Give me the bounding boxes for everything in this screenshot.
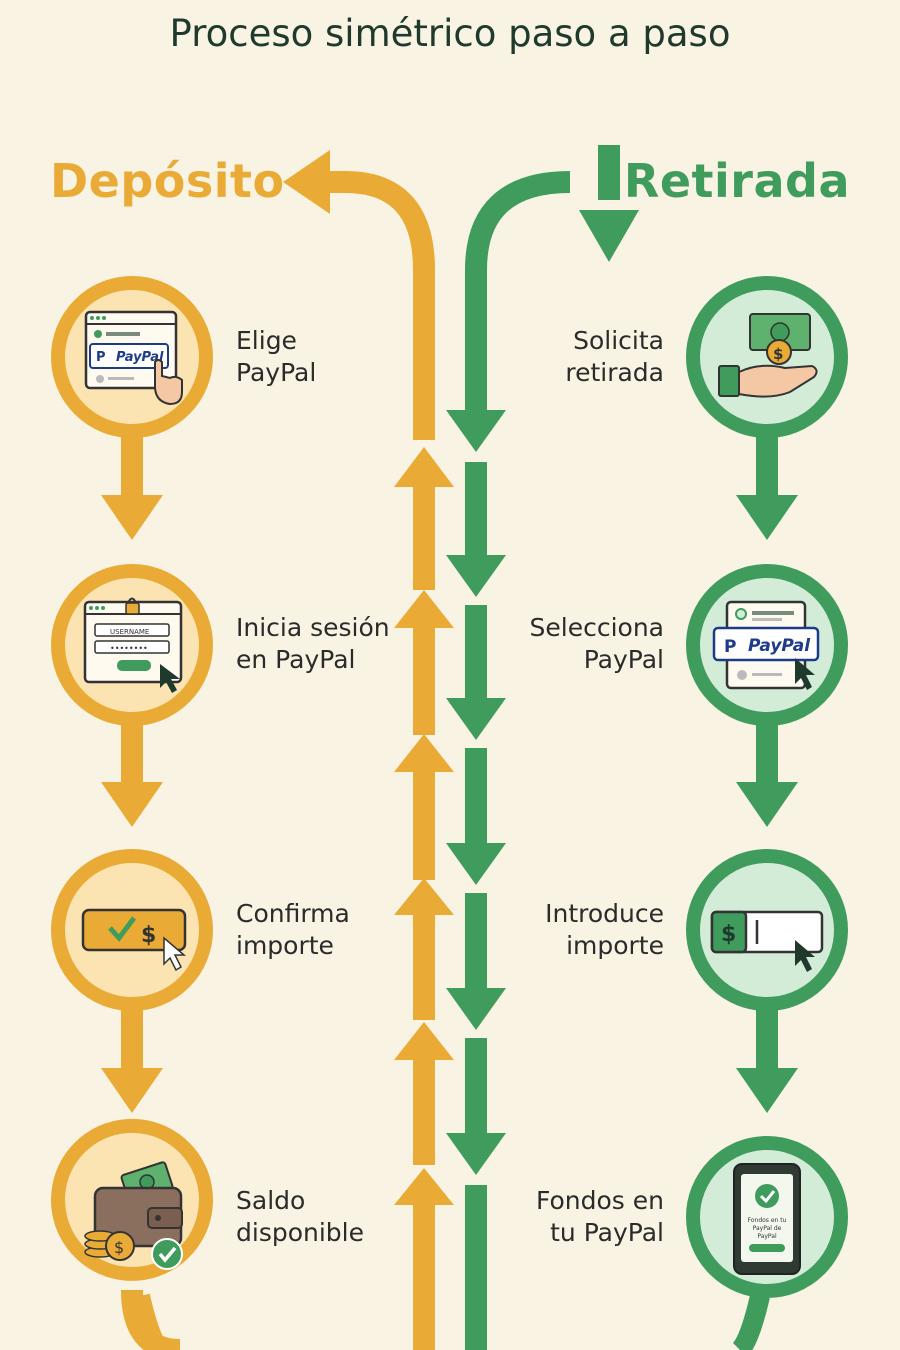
deposit-step-connectors (101, 435, 163, 1113)
svg-text:$: $ (114, 1238, 124, 1257)
svg-text:Fondos en tu: Fondos en tu (748, 1217, 787, 1224)
svg-text:USERNAME: USERNAME (110, 628, 149, 636)
deposit-up-arrows (283, 150, 454, 1205)
enter-amount-icon: $ (710, 910, 824, 972)
svg-text:P: P (96, 350, 106, 365)
svg-text:PayPal: PayPal (757, 1233, 777, 1240)
wallet-coins-icon: $ (84, 1161, 183, 1270)
deposit-path (121, 171, 435, 1350)
page-title: Proceso simétrico paso a paso (169, 12, 731, 55)
withdraw-down-arrows (446, 210, 639, 1175)
svg-text:$: $ (773, 345, 783, 363)
bottom-tails (130, 1293, 770, 1350)
paypal-wordmark: PayPal (116, 350, 164, 365)
withdraw-heading: Retirada (623, 154, 850, 208)
svg-text:P: P (724, 637, 736, 657)
svg-text:$: $ (721, 922, 736, 947)
paypal-select-icon: PayPal P (84, 310, 183, 406)
withdraw-path (465, 145, 620, 1350)
hand-money-icon: $ (718, 313, 818, 398)
login-form-icon: USERNAME •••••••• (83, 597, 183, 693)
deposit-heading: Depósito (50, 154, 285, 208)
phone-check-icon: Fondos en tu PayPal de PayPal (733, 1163, 801, 1275)
svg-text:PayPal de: PayPal de (753, 1225, 782, 1232)
paypal-wordmark: PayPal (748, 636, 811, 656)
svg-text:••••••••: •••••••• (110, 644, 148, 653)
svg-text:$: $ (141, 923, 156, 948)
withdraw-step-connectors (736, 435, 798, 1113)
confirm-amount-icon: $ (81, 908, 187, 972)
paypal-select-icon: P PayPal (712, 600, 820, 690)
